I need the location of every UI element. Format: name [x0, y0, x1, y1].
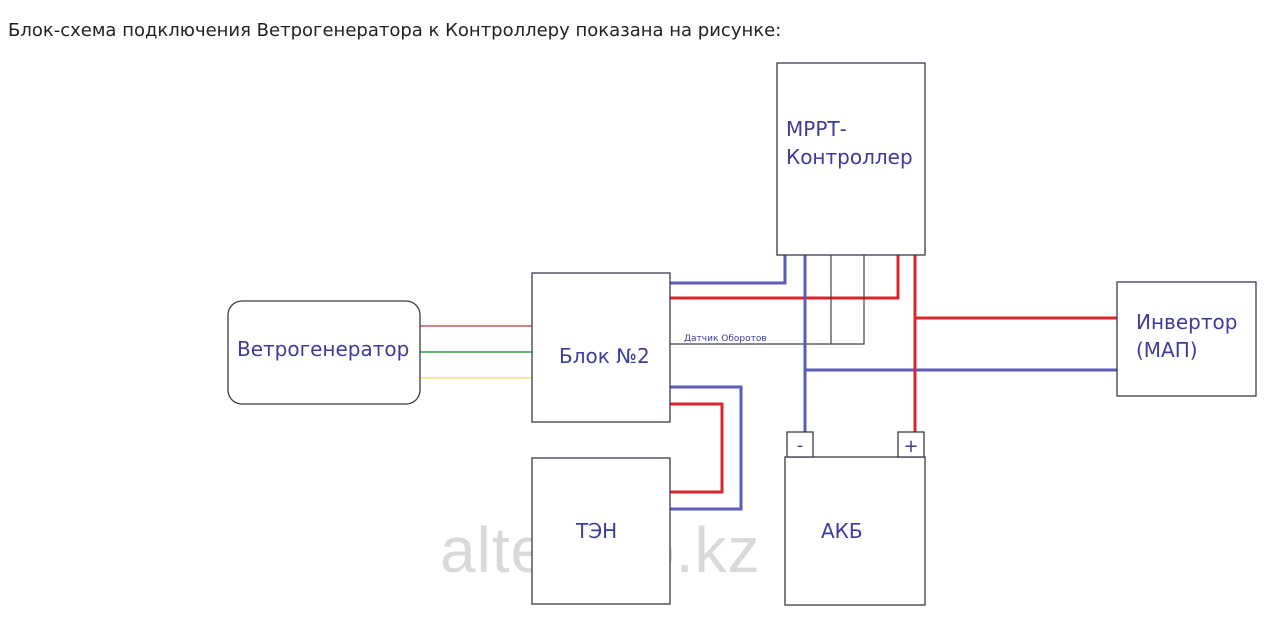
mppt-controller-box	[776, 62, 926, 256]
battery-plus-terminal	[897, 431, 925, 458]
heater-label: ТЭН	[575, 519, 617, 543]
wire-blue-heater	[670, 385, 743, 511]
wire-blue-block-controller	[670, 255, 787, 285]
wire-red-heater	[670, 402, 724, 494]
block2-label: Блок №2	[559, 344, 650, 368]
wire-speed-sensor	[670, 255, 865, 345]
controller-label-line1: МРРТ-	[786, 117, 847, 141]
battery-label: АКБ	[821, 519, 863, 543]
wire-red-block-controller	[670, 255, 900, 300]
wind-generator-box	[227, 300, 421, 405]
page-caption: Блок-схема подключения Ветрогенератора к…	[8, 20, 782, 41]
inverter-label-line1: Инвертор	[1136, 310, 1237, 334]
inverter-box	[1116, 281, 1257, 397]
controller-label-line2: Контроллер	[786, 145, 913, 169]
heater-box	[531, 457, 671, 605]
battery-minus-sign: -	[797, 435, 804, 456]
block2-box	[531, 272, 671, 423]
battery-box	[784, 456, 926, 606]
inverter-label-line2: (МАП)	[1136, 338, 1198, 362]
wind-generator-label: Ветрогенератор	[237, 337, 409, 361]
speed-sensor-label: Датчик Оборотов	[684, 334, 767, 344]
battery-plus-sign: +	[903, 436, 918, 457]
battery-minus-terminal	[786, 431, 814, 458]
